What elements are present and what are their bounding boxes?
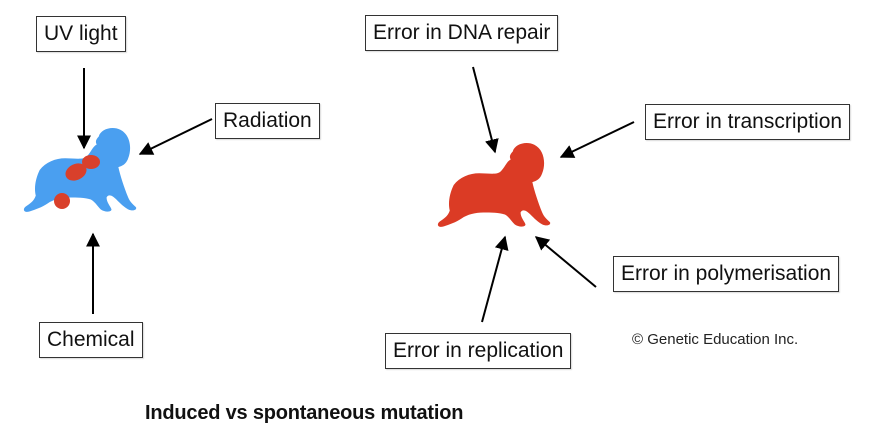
arrow-radiation	[138, 118, 213, 155]
label-error-polymerisation: Error in polymerisation	[613, 256, 840, 292]
arrow-polymerisation	[534, 236, 597, 288]
mutation-spot	[65, 163, 87, 181]
label-uv-light: UV light	[36, 16, 126, 52]
spontaneous-baby-icon	[437, 142, 551, 227]
mutation-spot	[82, 155, 100, 169]
label-error-replication: Error in replication	[385, 333, 572, 369]
diagram-caption: Induced vs spontaneous mutation	[145, 402, 464, 424]
label-radiation: Radiation	[215, 103, 320, 139]
copyright-notice: © Genetic Education Inc.	[632, 331, 799, 348]
arrow-replication	[481, 235, 509, 323]
mutation-spot	[54, 193, 70, 209]
label-error-dna-repair: Error in DNA repair	[365, 15, 559, 51]
label-error-transcription: Error in transcription	[645, 104, 851, 140]
arrow-transcription	[559, 121, 635, 158]
arrow-dna-repair	[472, 66, 499, 154]
induced-baby-icon	[23, 127, 137, 212]
label-chemical: Chemical	[39, 322, 143, 358]
